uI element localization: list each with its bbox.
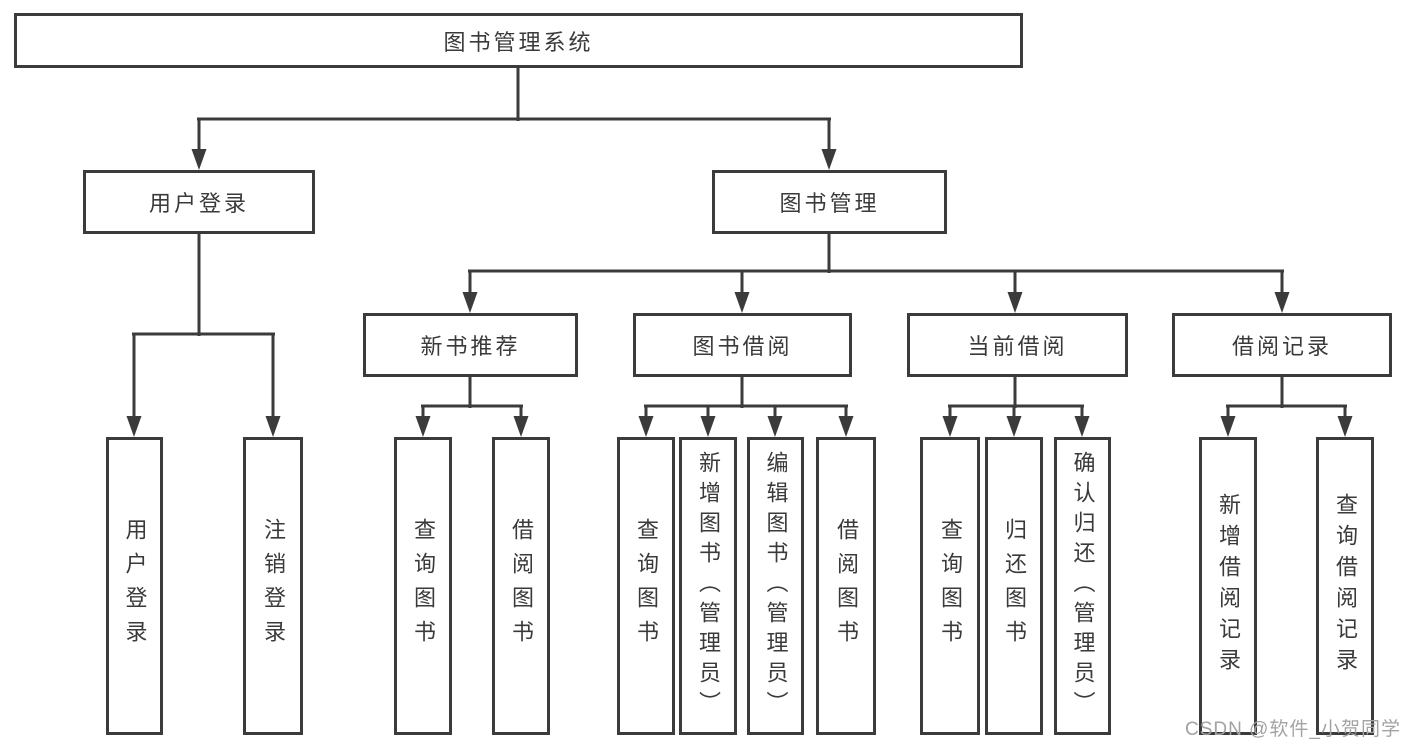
leaf-add-book-admin: 新增图书（管理员）: [679, 437, 737, 735]
node-label: 当前借阅: [967, 334, 1068, 359]
node-user-login: 用户登录: [83, 170, 315, 234]
leaf-label: 查询图书: [634, 518, 659, 654]
leaf-label: 借阅图书: [834, 518, 859, 654]
arrowhead-icon: [700, 416, 716, 437]
node-library-management-system: 图书管理系统: [14, 13, 1023, 68]
arrowhead-icon: [1220, 416, 1236, 437]
leaf-label: 用户登录: [122, 518, 148, 654]
leaf-borrow-books-2: 借阅图书: [816, 437, 876, 735]
arrowhead-icon: [265, 416, 281, 437]
arrowhead-icon: [1006, 416, 1022, 437]
leaf-label: 借阅图书: [509, 518, 534, 654]
leaf-label: 归还图书: [1002, 518, 1027, 654]
leaf-label: 注销登录: [261, 518, 286, 654]
leaf-logout: 注销登录: [243, 437, 303, 735]
arrowhead-icon: [191, 149, 207, 170]
arrowhead-icon: [1337, 416, 1353, 437]
arrowhead-icon: [767, 416, 783, 437]
leaf-borrow-books-1: 借阅图书: [492, 437, 550, 735]
node-label: 新书推荐: [420, 334, 521, 359]
arrowhead-icon: [1074, 416, 1090, 437]
node-label: 图书管理系统: [443, 29, 594, 55]
leaf-label: 新增借阅记录: [1216, 493, 1241, 679]
node-book-borrowing: 图书借阅: [633, 313, 852, 377]
arrowhead-icon: [1007, 292, 1023, 313]
arrowhead-icon: [126, 416, 142, 437]
node-borrowing-records: 借阅记录: [1172, 313, 1392, 377]
node-label: 图书借阅: [692, 334, 793, 359]
leaf-confirm-return-admin: 确认归还（管理员）: [1054, 437, 1111, 735]
leaf-query-books-2: 查询图书: [617, 437, 675, 735]
node-label: 借阅记录: [1231, 334, 1332, 359]
leaf-label: 确认归还（管理员）: [1070, 451, 1096, 721]
node-current-borrowing: 当前借阅: [907, 313, 1128, 377]
leaf-label: 查询图书: [411, 518, 436, 654]
leaf-label: 新增图书（管理员）: [696, 451, 721, 721]
arrowhead-icon: [415, 416, 431, 437]
arrowhead-icon: [1274, 292, 1290, 313]
arrowhead-icon: [942, 416, 958, 437]
arrowhead-icon: [821, 149, 837, 170]
arrowhead-icon: [462, 292, 478, 313]
csdn-watermark: CSDN @软件_小贺同学: [1185, 719, 1401, 740]
leaf-add-borrow-record: 新增借阅记录: [1199, 437, 1257, 735]
leaf-query-books-3: 查询图书: [920, 437, 980, 735]
node-new-book-recommend: 新书推荐: [363, 313, 578, 377]
arrowhead-icon: [734, 292, 750, 313]
leaf-edit-book-admin: 编辑图书（管理员）: [747, 437, 804, 735]
node-label: 用户登录: [148, 191, 249, 216]
arrowhead-icon: [838, 416, 854, 437]
leaf-label: 编辑图书（管理员）: [763, 451, 789, 721]
leaf-user-login: 用户登录: [106, 437, 163, 735]
arrowhead-icon: [513, 416, 529, 437]
leaf-return-book: 归还图书: [985, 437, 1043, 735]
node-label: 图书管理: [779, 191, 880, 216]
leaf-query-books-1: 查询图书: [394, 437, 452, 735]
leaf-label: 查询图书: [938, 518, 963, 654]
leaf-label: 查询借阅记录: [1333, 493, 1358, 679]
node-book-management: 图书管理: [712, 170, 947, 234]
arrowhead-icon: [638, 416, 654, 437]
leaf-query-borrow-record: 查询借阅记录: [1316, 437, 1374, 735]
